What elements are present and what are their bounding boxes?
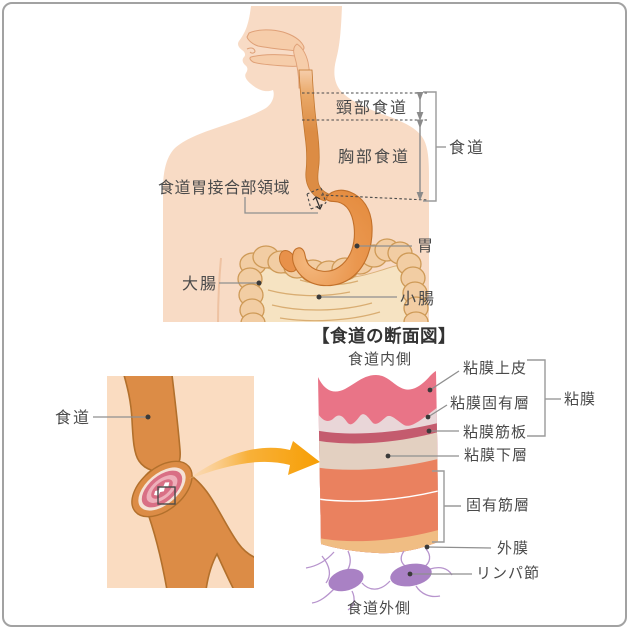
label-adventitia: 外膜 bbox=[497, 540, 529, 557]
cross-section-block bbox=[305, 371, 453, 611]
layer-adventitia bbox=[318, 529, 438, 554]
label-esophagus-right: 食道 bbox=[449, 139, 485, 157]
dashed-boundary-bottom bbox=[320, 194, 428, 201]
stomach-shape bbox=[292, 189, 373, 287]
label-thoracic-esophagus: 胸部食道 bbox=[338, 148, 410, 166]
submucosa-leader-dot bbox=[385, 453, 391, 459]
bl-esophagus-leader-dot bbox=[145, 414, 151, 420]
egj-dashed-band bbox=[306, 187, 327, 210]
nasal-cavity bbox=[246, 29, 305, 52]
label-small-intestine: 小腸 bbox=[400, 290, 436, 308]
upper-figure bbox=[163, 6, 429, 322]
label-stomach: 胃 bbox=[417, 238, 435, 255]
layer-muscularis-propria bbox=[318, 458, 438, 554]
label-inner-side: 食道内側 bbox=[348, 351, 412, 368]
section-title: 【食道の断面図】 bbox=[312, 326, 456, 346]
lower-left-panel: 食道 bbox=[55, 376, 320, 588]
egj-double-arrow bbox=[312, 196, 323, 210]
muscle-layer-divider bbox=[318, 490, 438, 502]
adventitia-leader-dot bbox=[424, 544, 430, 550]
label-outer-side: 食道外側 bbox=[347, 600, 411, 617]
lamina-propria-leader bbox=[427, 404, 448, 418]
muscularis-mucosae-leader-dot bbox=[426, 428, 432, 434]
large-intestine-leader-dot bbox=[256, 280, 262, 286]
epithelium-leader bbox=[429, 370, 460, 391]
cross-section-annotations: 食道内側 食道外側 粘膜上皮 粘膜固有層 粘膜筋板 粘膜 粘膜下層 固有筋層 外… bbox=[347, 351, 596, 617]
small-intestine-folds bbox=[267, 279, 381, 322]
lymph-node-leader-dot bbox=[407, 571, 413, 577]
epithelium-leader-dot bbox=[427, 387, 433, 393]
label-lamina-propria: 粘膜固有層 bbox=[450, 395, 530, 412]
label-mucosa-group: 粘膜 bbox=[564, 391, 596, 408]
label-muscularis-propria: 固有筋層 bbox=[466, 497, 530, 514]
nostril-fold bbox=[246, 47, 256, 54]
label-submucosa: 粘膜下層 bbox=[464, 447, 528, 464]
lamina-propria-leader-dot bbox=[425, 414, 431, 420]
adventitia-leader bbox=[426, 546, 492, 549]
label-epithelium: 粘膜上皮 bbox=[463, 360, 527, 377]
label-lymph-node: リンパ節 bbox=[476, 564, 540, 582]
magnify-arrow bbox=[189, 441, 320, 479]
magnify-region-square bbox=[157, 486, 176, 505]
left-armpit-crease bbox=[217, 257, 222, 322]
label-bl-esophagus: 食道 bbox=[55, 409, 91, 427]
esophagus-cut-face bbox=[131, 460, 193, 518]
lymph-node-left bbox=[328, 568, 364, 592]
small-intestine-leader-dot bbox=[316, 294, 322, 300]
upper-annotations: 頸部食道 胸部食道 食道 食道胃接合部領域 胃 大腸 小腸 bbox=[158, 91, 485, 308]
egj-leader bbox=[244, 197, 318, 214]
label-large-intestine: 大腸 bbox=[182, 275, 218, 293]
label-egj-region: 食道胃接合部領域 bbox=[158, 179, 290, 197]
label-cervical-esophagus: 頸部食道 bbox=[336, 99, 408, 117]
mucosa-bracket bbox=[527, 359, 546, 437]
stomach-leader-dot bbox=[354, 243, 360, 249]
label-muscularis-mucosae: 粘膜筋板 bbox=[463, 423, 527, 441]
